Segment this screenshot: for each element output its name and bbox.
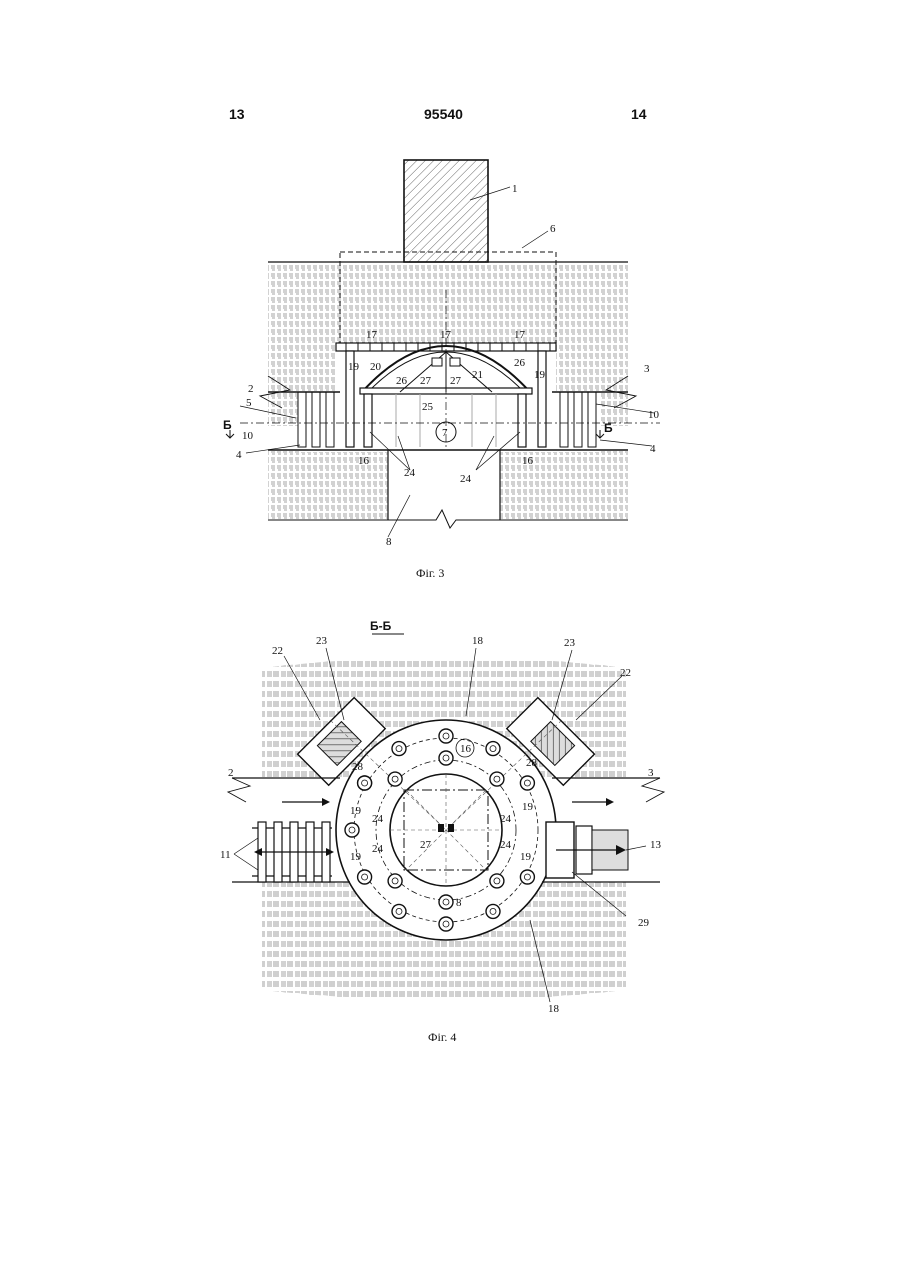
figure-4-caption: Фіг. 4 — [428, 1030, 456, 1045]
support-post — [520, 776, 534, 790]
label-19-upper-left: 19 — [350, 805, 362, 817]
support-post — [345, 823, 359, 837]
support-post — [388, 874, 402, 888]
support-post — [358, 870, 372, 884]
label-18-bottom: 18 — [548, 1003, 560, 1015]
label-24-upper-right: 24 — [500, 813, 512, 825]
label-24-lower-right: 24 — [500, 839, 512, 851]
support-post — [439, 917, 453, 931]
label-24-lower-left: 24 — [372, 843, 384, 855]
support-post — [439, 895, 453, 909]
label-19-lower-right: 19 — [520, 851, 532, 863]
label-24-upper-left: 24 — [372, 813, 384, 825]
support-post — [392, 904, 406, 918]
label-27-plan: 27 — [420, 839, 432, 851]
support-post — [486, 904, 500, 918]
support-post — [490, 874, 504, 888]
label-11: 11 — [220, 849, 231, 861]
label-23-left: 23 — [316, 635, 328, 647]
label-29: 29 — [638, 917, 650, 929]
label-28-right: 28 — [526, 757, 538, 769]
label-22-left: 22 — [272, 645, 283, 657]
label-13: 13 — [650, 839, 662, 851]
support-post — [392, 742, 406, 756]
label-19-upper-right: 19 — [522, 801, 534, 813]
support-post — [358, 776, 372, 790]
label-2-plan: 2 — [228, 767, 234, 779]
support-post — [490, 772, 504, 786]
label-22-right: 22 — [620, 667, 631, 679]
support-post — [439, 729, 453, 743]
label-16: 16 — [460, 743, 472, 755]
section-title: Б-Б — [370, 619, 392, 633]
support-post — [486, 742, 500, 756]
label-3-plan: 3 — [648, 767, 654, 779]
label-23-right: 23 — [564, 637, 576, 649]
support-post — [520, 870, 534, 884]
label-28-left: 28 — [352, 761, 364, 773]
label-19-lower-left: 19 — [350, 851, 362, 863]
label-8-plan: 8 — [456, 897, 462, 909]
label-18-top: 18 — [472, 635, 484, 647]
support-post — [439, 751, 453, 765]
support-post — [388, 772, 402, 786]
